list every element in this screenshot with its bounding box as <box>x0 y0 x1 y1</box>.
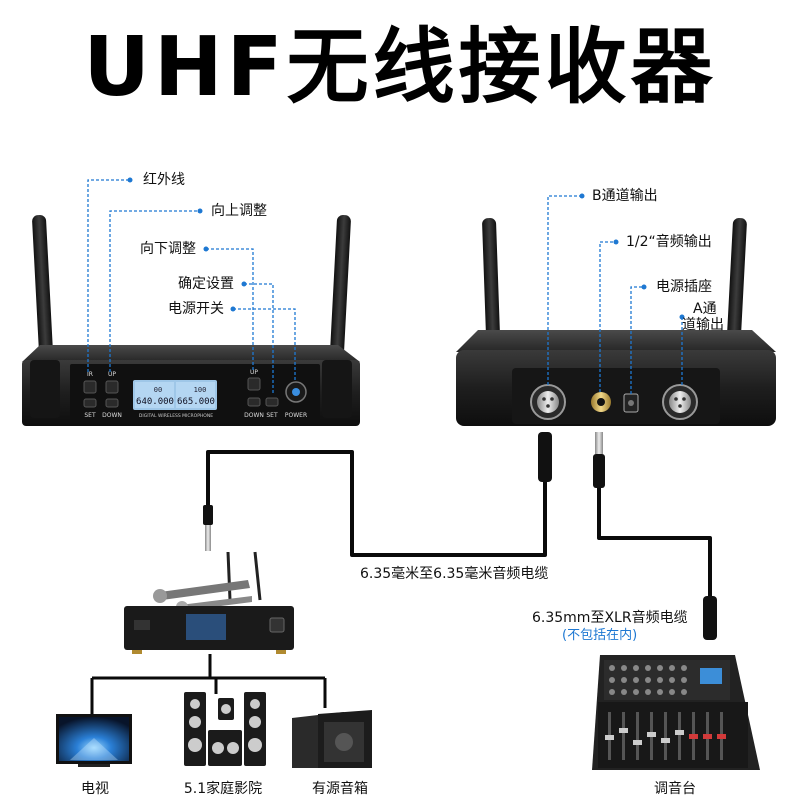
antenna-back-left <box>482 217 500 339</box>
callout-a-output-2: 道输出 <box>682 317 724 333</box>
set-button-left[interactable] <box>83 398 97 408</box>
antenna-back-right <box>727 218 747 338</box>
callout-a-output-1: A通 <box>693 301 717 317</box>
cable-xlr-label: 6.35mm至XLR音频电缆 <box>532 610 688 626</box>
front-callout-lines <box>87 179 296 395</box>
callout-down: 向下调整 <box>140 241 196 257</box>
xlr-plug-cable <box>538 432 552 482</box>
plug-635-left <box>203 505 213 525</box>
tv-device <box>56 714 132 767</box>
callout-b-output: B通道输出 <box>592 188 658 204</box>
down-label-left: DOWN <box>102 412 122 419</box>
tv-label: 电视 <box>81 781 109 797</box>
antenna-right <box>329 215 351 375</box>
set-label-right: SET <box>266 412 278 419</box>
up-label-left: UP <box>108 371 116 378</box>
mixer-knobs <box>609 665 687 695</box>
not-included-note: (不包括在内) <box>562 628 638 643</box>
up-button-right[interactable] <box>247 377 261 391</box>
home-theater-label: 5.1家庭影院 <box>183 781 263 797</box>
ir-label: IR <box>87 371 93 378</box>
cable-635-label: 6.35毫米至6.35毫米音频电缆 <box>360 566 549 582</box>
brand-label: DIGITAL WIRELESS MICROPHONE <box>139 413 213 419</box>
home-theater-device <box>184 692 266 766</box>
cable-635-to-635 <box>206 450 547 557</box>
set-button-right[interactable] <box>265 397 279 407</box>
antenna-left <box>32 215 54 375</box>
lcd-frequency-b: 665.000 <box>177 397 215 407</box>
plug-635-back <box>595 432 603 454</box>
up-button-left[interactable] <box>105 380 119 394</box>
back-receiver <box>456 217 776 426</box>
back-callout-lines <box>547 195 683 394</box>
front-receiver: 00 100 640.000 665.000 DIGITAL WIRELESS … <box>22 215 360 426</box>
callout-audio-output: 1/2“音频输出 <box>626 234 712 250</box>
active-speaker-device <box>292 710 372 768</box>
page-title: UHF无线接收器 <box>83 20 717 115</box>
amplifier-with-microphones <box>124 551 294 654</box>
xlr-plug-mixer <box>703 596 717 640</box>
lcd-frequency-a: 640.000 <box>136 397 174 407</box>
power-label: POWER <box>285 412 307 419</box>
output-tree-lines <box>90 654 327 716</box>
mixer-device <box>592 655 760 770</box>
microphone-1 <box>153 589 167 603</box>
set-label-left: SET <box>84 412 96 419</box>
ir-sensor <box>83 380 97 394</box>
callout-power: 电源开关 <box>168 301 224 317</box>
down-button-right[interactable] <box>247 397 261 407</box>
cable-635-to-xlr <box>597 487 712 598</box>
callout-ir: 红外线 <box>143 172 185 188</box>
front-callout-dots <box>127 177 247 312</box>
callout-up: 向上调整 <box>211 203 267 219</box>
lcd-channel-b: 100 <box>194 386 207 394</box>
up-label-right: UP <box>250 369 258 376</box>
mixer-label: 调音台 <box>654 781 696 797</box>
down-label-right: DOWN <box>244 412 264 419</box>
back-callout-dots <box>579 193 685 320</box>
down-button-left[interactable] <box>105 398 119 408</box>
active-speaker-label: 有源音箱 <box>312 781 368 797</box>
callout-power-socket: 电源插座 <box>656 279 712 295</box>
callout-set: 确定设置 <box>178 276 234 292</box>
lcd-channel-a: 00 <box>154 386 162 394</box>
